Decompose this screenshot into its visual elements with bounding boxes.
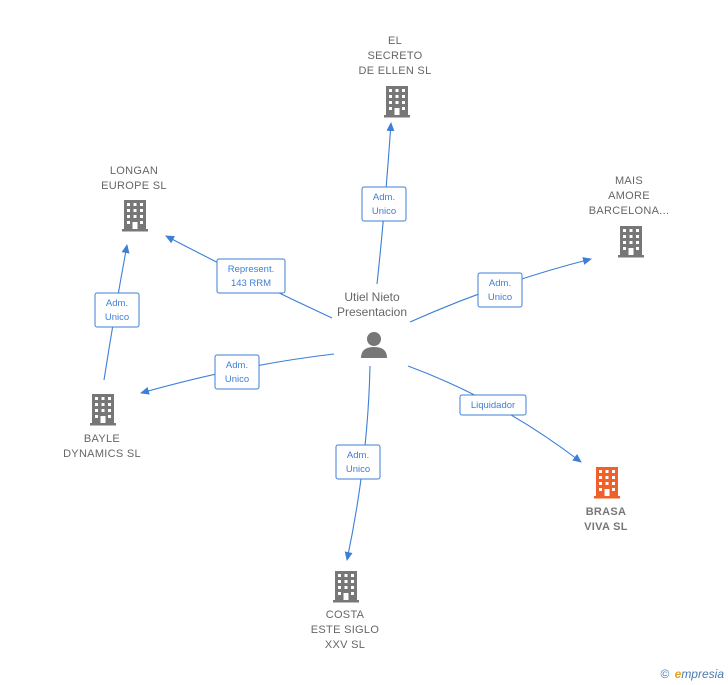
company-node-mais-amore[interactable]: MAIS AMORE BARCELONA... [589, 175, 670, 258]
company-name-line: VIVA SL [584, 521, 628, 533]
company-name-line: ESTE SIGLO [311, 624, 380, 636]
relation-line: Unico [346, 464, 370, 475]
company-name-line: AMORE [608, 190, 650, 202]
person-name-line: Presentacion [337, 305, 407, 319]
building-icon [618, 226, 644, 258]
relation-label[interactable]: Adm. Unico [477, 272, 523, 308]
relation-line: 143 RRM [231, 278, 271, 289]
relation-label[interactable]: Adm. Unico [94, 292, 140, 328]
company-node-bayle[interactable]: BAYLE DYNAMICS SL [63, 394, 141, 460]
relation-line: Liquidador [471, 400, 515, 411]
relation-line: Unico [372, 206, 396, 217]
person-name-line: Utiel Nieto [344, 290, 400, 304]
edges [103, 122, 592, 561]
relation-line: Unico [488, 292, 512, 303]
brand-logo-text: mpresia [681, 667, 724, 681]
company-name-line: COSTA [326, 609, 365, 621]
relation-label[interactable]: Represent. 143 RRM [216, 258, 286, 294]
company-name-line: LONGAN [110, 165, 158, 177]
relation-line: Unico [225, 374, 249, 385]
copyright-icon: © [660, 667, 670, 681]
relation-label[interactable]: Adm. Unico [335, 444, 381, 480]
building-icon [594, 467, 620, 499]
relation-line: Represent. [228, 264, 274, 275]
company-name-line: BAYLE [84, 433, 120, 445]
relation-label[interactable]: Adm. Unico [361, 186, 407, 222]
building-icon [90, 394, 116, 426]
building-icon [333, 571, 359, 603]
company-name-line: DYNAMICS SL [63, 448, 141, 460]
brand-footer: © empresia [660, 667, 724, 681]
company-name-line: EL [388, 35, 402, 47]
edge-labels: Adm. Unico Represent. 143 RRM Adm. Unico… [94, 186, 527, 480]
relation-line: Adm. [106, 298, 128, 309]
company-node-brasa-viva[interactable]: BRASA VIVA SL [584, 467, 628, 533]
company-node-el-secreto[interactable]: EL SECRETO DE ELLEN SL [358, 35, 431, 118]
building-icon [384, 86, 410, 118]
brand-logo-initial: e [674, 667, 682, 681]
relation-line: Unico [105, 312, 129, 323]
relation-label[interactable]: Liquidador [459, 394, 527, 416]
company-name-line: BRASA [586, 506, 627, 518]
company-name-line: DE ELLEN SL [358, 65, 431, 77]
relation-label[interactable]: Adm. Unico [214, 354, 260, 390]
center-person[interactable]: Utiel Nieto Presentacion [337, 290, 407, 358]
company-node-longan[interactable]: LONGAN EUROPE SL [101, 165, 167, 232]
person-icon [361, 332, 387, 358]
relation-line: Adm. [489, 278, 511, 289]
building-icon [122, 200, 148, 232]
company-name-line: SECRETO [367, 50, 422, 62]
company-name-line: EUROPE SL [101, 180, 167, 192]
company-name-line: MAIS [615, 175, 643, 187]
company-name-line: BARCELONA... [589, 205, 670, 217]
company-node-costa-este[interactable]: COSTA ESTE SIGLO XXV SL [311, 571, 380, 651]
relation-line: Adm. [226, 360, 248, 371]
relation-line: Adm. [347, 450, 369, 461]
company-name-line: XXV SL [325, 639, 365, 651]
relation-line: Adm. [373, 192, 395, 203]
